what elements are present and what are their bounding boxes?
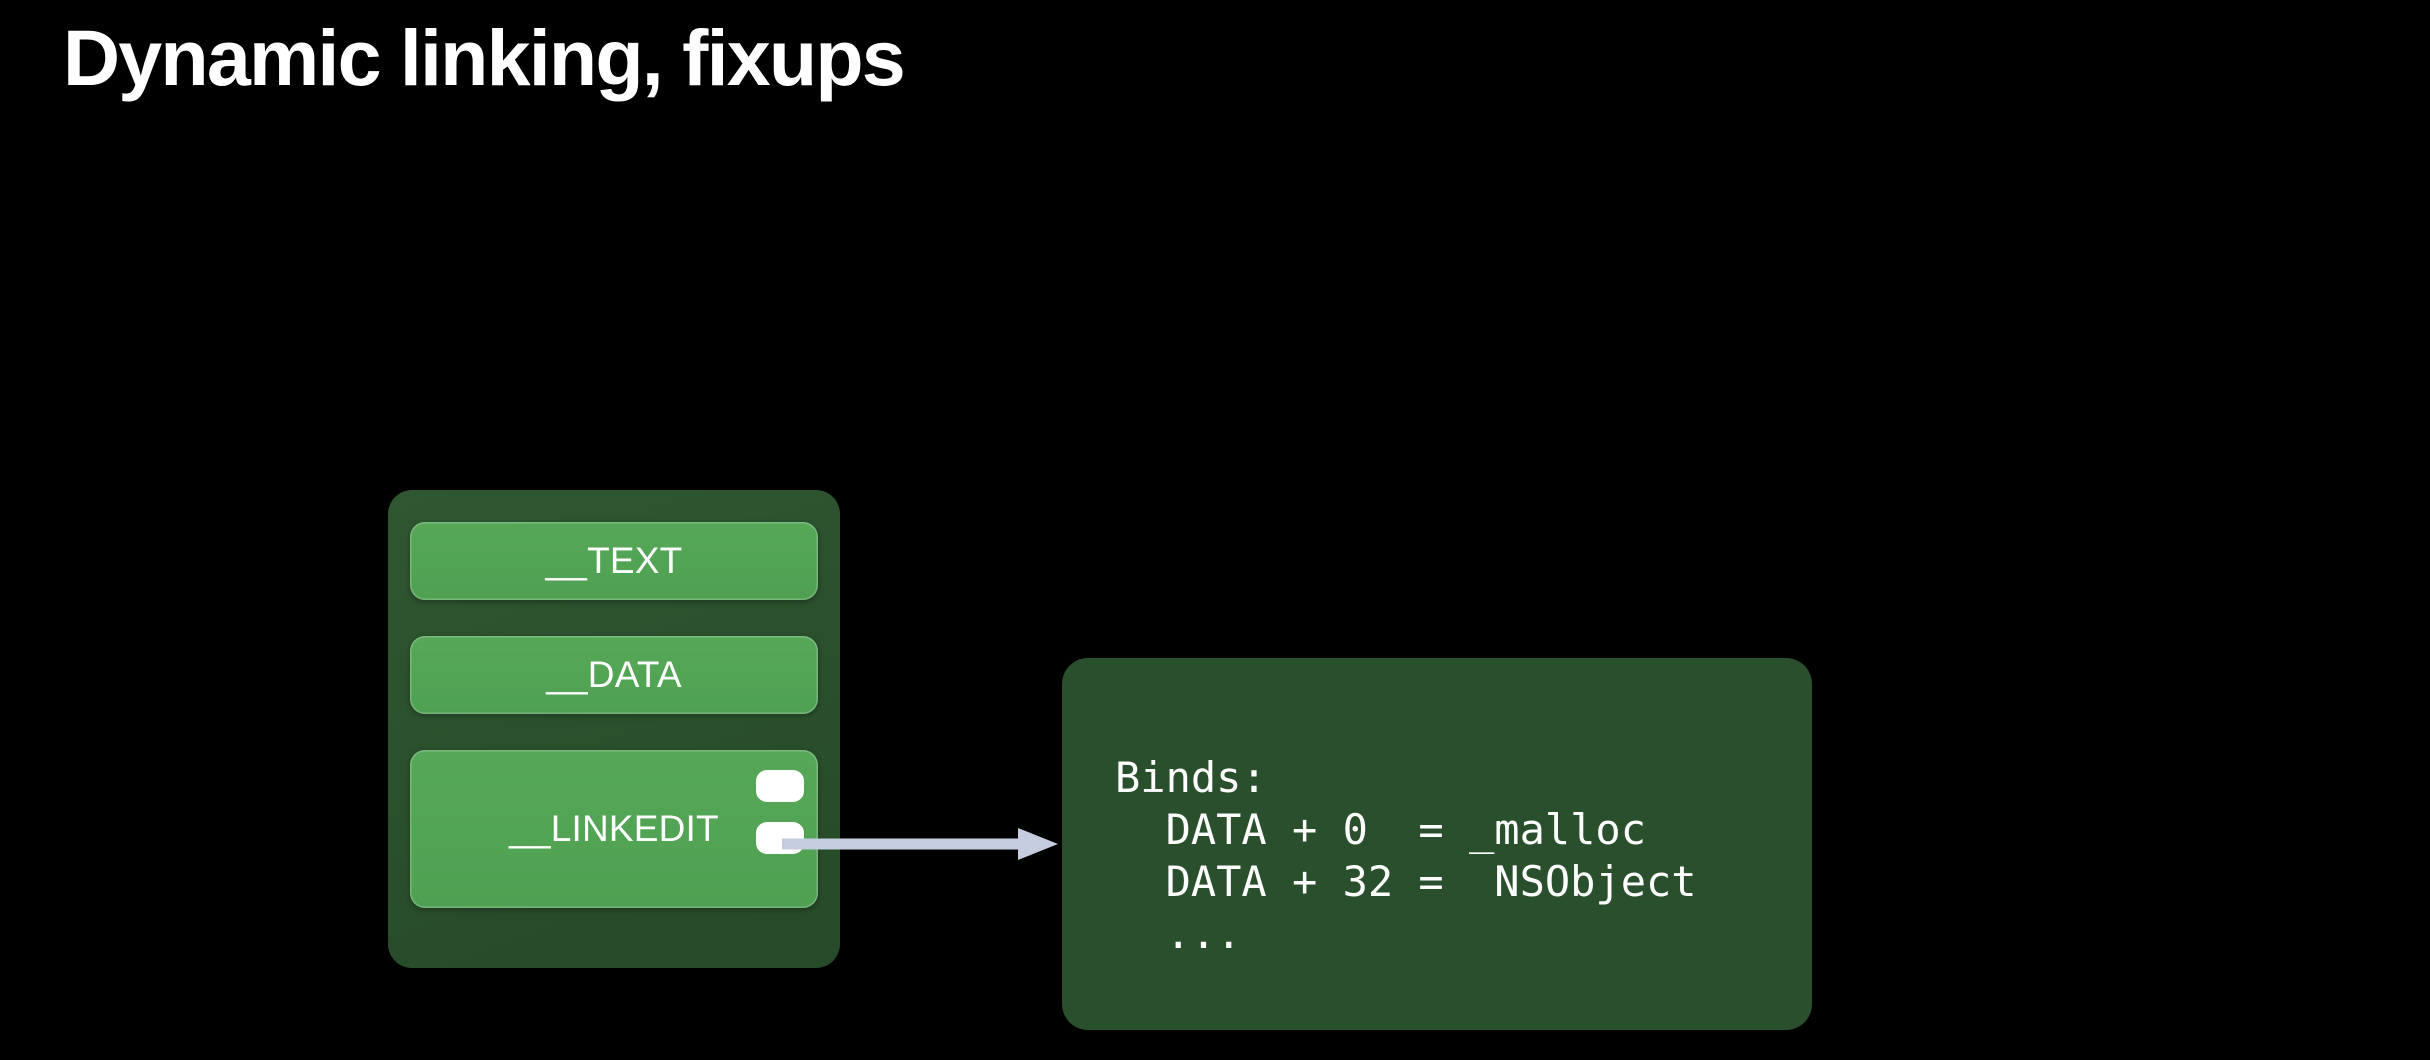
page-title: Dynamic linking, fixups [63, 13, 906, 102]
segment-linkedit-label: __LINKEDIT [509, 808, 719, 849]
segment-data-label: __DATA [546, 654, 682, 695]
segment-data[interactable]: __DATA [410, 636, 818, 714]
arrow-right-icon [782, 828, 1058, 860]
macho-binary-container: __TEXT __DATA __LINKEDIT [388, 490, 840, 968]
segment-linkedit[interactable]: __LINKEDIT [410, 750, 818, 908]
segment-text[interactable]: __TEXT [410, 522, 818, 600]
binds-card: Binds: DATA + 0 = _malloc DATA + 32 = NS… [1062, 658, 1812, 1030]
binds-code-text: Binds: DATA + 0 = _malloc DATA + 32 = NS… [1115, 753, 1697, 958]
fixup-chip-top-icon [756, 770, 804, 802]
segment-text-label: __TEXT [545, 540, 683, 581]
